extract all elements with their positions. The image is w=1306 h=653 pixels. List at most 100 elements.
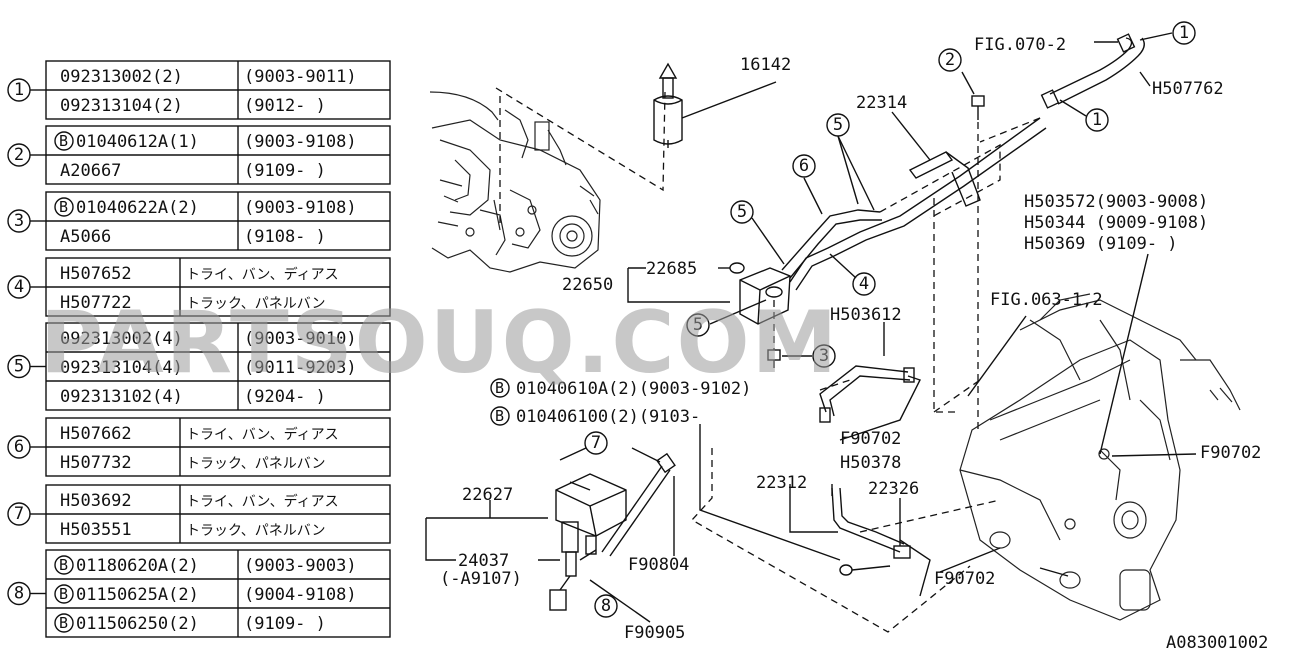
- legend-applicability: (9109- ): [244, 614, 326, 634]
- b-mark-circle: [54, 131, 74, 151]
- callout-leader: [751, 217, 785, 265]
- callout-number: 5: [693, 315, 703, 335]
- legend-part-number: H507662: [60, 424, 132, 444]
- label-22650: 22650: [562, 275, 613, 295]
- callout-leader: [829, 253, 857, 279]
- legend-applicability: (9003-9108): [244, 132, 357, 152]
- callout-leader: [709, 299, 767, 325]
- legend-part-number: H507732: [60, 453, 132, 473]
- label-24037: 24037: [458, 551, 509, 571]
- callout-leader: [559, 447, 587, 461]
- callout-number: 2: [945, 50, 955, 70]
- b-mark-circle: [54, 197, 74, 217]
- legend-applicability: (9109- ): [244, 161, 326, 181]
- callout-leader: [803, 177, 823, 215]
- pipe-7: [601, 447, 676, 557]
- bolt-2: [961, 71, 985, 120]
- callout-circle-2: [938, 48, 962, 72]
- label-h507762: H507762: [1152, 79, 1224, 99]
- leader-h503572: [1099, 253, 1149, 455]
- label-22627: 22627: [462, 485, 513, 505]
- legend-part-number: 092313104(4): [60, 358, 183, 378]
- legend-part-number: H507722: [60, 293, 132, 313]
- label-bolt-b2: B 010406100(2)(9103-: [490, 406, 700, 427]
- callout-number: 5: [833, 115, 843, 135]
- b-mark: B: [495, 407, 504, 425]
- bracket-22627: [425, 518, 456, 561]
- label-b2: 010406100(2)(9103-: [516, 407, 700, 427]
- hose-4: [789, 117, 1047, 291]
- legend-part-number: H507652: [60, 264, 132, 284]
- legend-applicability: (9003-9010): [244, 329, 357, 349]
- legend-applicability: (9003-9011): [244, 67, 357, 87]
- legend-part-number: A20667: [60, 161, 121, 181]
- pipe-h507762: [1040, 33, 1151, 109]
- legend-applicability: (9108- ): [244, 227, 326, 247]
- legend-applicability: トラック、パネルバン: [186, 523, 325, 539]
- label-h503572: H503572(9003-9008): [1024, 192, 1208, 212]
- b-mark-circle: [54, 584, 74, 604]
- label-22314: 22314: [856, 93, 907, 113]
- b-mark-circle: [54, 555, 74, 575]
- b-mark: B: [59, 132, 68, 150]
- legend-part-number: 011506250(2): [76, 614, 199, 634]
- bolt-3: [767, 349, 812, 368]
- legend-applicability: (9204- ): [244, 387, 326, 407]
- bracket-22650-22685: [627, 268, 730, 303]
- legend-part-number: 092313002(2): [60, 67, 183, 87]
- legend-part-number: 092313104(2): [60, 96, 183, 116]
- legend-applicability: (9011-9203): [244, 358, 357, 378]
- label-f90905: F90905: [624, 623, 685, 643]
- intake-manifold: [959, 293, 1241, 621]
- callout-circle-1: [1085, 108, 1109, 132]
- legend-part-number: H503692: [60, 491, 132, 511]
- leader-fig063: [967, 315, 1027, 397]
- hose-6: [781, 209, 882, 279]
- callout-number: 8: [601, 596, 611, 616]
- b-mark: B: [59, 556, 68, 574]
- callout-circle-5: [730, 200, 754, 224]
- part-22314: [891, 111, 981, 207]
- diagram-id: A083001002: [1166, 633, 1268, 653]
- label-h50344: H50344 (9009-9108): [1024, 213, 1208, 233]
- b-mark-circle: [54, 613, 74, 633]
- callout-number: 1: [1179, 23, 1189, 43]
- b-mark: B: [59, 585, 68, 603]
- label-16142: 16142: [740, 55, 791, 75]
- callout-number: 3: [819, 346, 829, 366]
- callout-circle-5: [686, 313, 710, 337]
- label-22312: 22312: [756, 473, 807, 493]
- legend-part-number: 01180620A(2): [76, 556, 199, 576]
- bracket-dash: [879, 143, 1001, 219]
- legend-part-number: 01040622A(2): [76, 198, 199, 218]
- part-22627-solenoid: [549, 473, 627, 611]
- legend-applicability: (9003-9108): [244, 198, 357, 218]
- callout-number: 5: [737, 202, 747, 222]
- engine-dash-guide: [495, 87, 666, 192]
- legend-applicability: トライ、バン、ディアス: [186, 426, 339, 443]
- legend-part-number: A5066: [60, 227, 111, 247]
- legend-callout-number: 1: [14, 80, 24, 100]
- label-h50378: H50378: [840, 453, 901, 473]
- part-16142: [653, 62, 777, 148]
- legend-callout-number: 3: [14, 211, 24, 231]
- legend-callout-number: 6: [14, 437, 24, 457]
- callout-circle-1: [1172, 21, 1196, 45]
- callout-circle-4: [852, 272, 876, 296]
- engine-illustration: [429, 91, 601, 273]
- legend-applicability: (9012- ): [244, 96, 326, 116]
- callout-leader: [837, 135, 875, 211]
- label-h503612: H503612: [830, 305, 902, 325]
- legend-applicability: トラック、パネルバン: [186, 456, 325, 472]
- callout-number: 6: [799, 156, 809, 176]
- legend-part-number: H503551: [60, 520, 132, 540]
- legend-callout-number: 8: [14, 584, 24, 604]
- legend-part-number: 092313002(4): [60, 329, 183, 349]
- b-mark: B: [495, 379, 504, 397]
- legend-applicability: (9003-9003): [244, 556, 357, 576]
- callout-number: 1: [1092, 110, 1102, 130]
- dash-down-22314: [933, 198, 960, 413]
- b-mark: B: [59, 198, 68, 216]
